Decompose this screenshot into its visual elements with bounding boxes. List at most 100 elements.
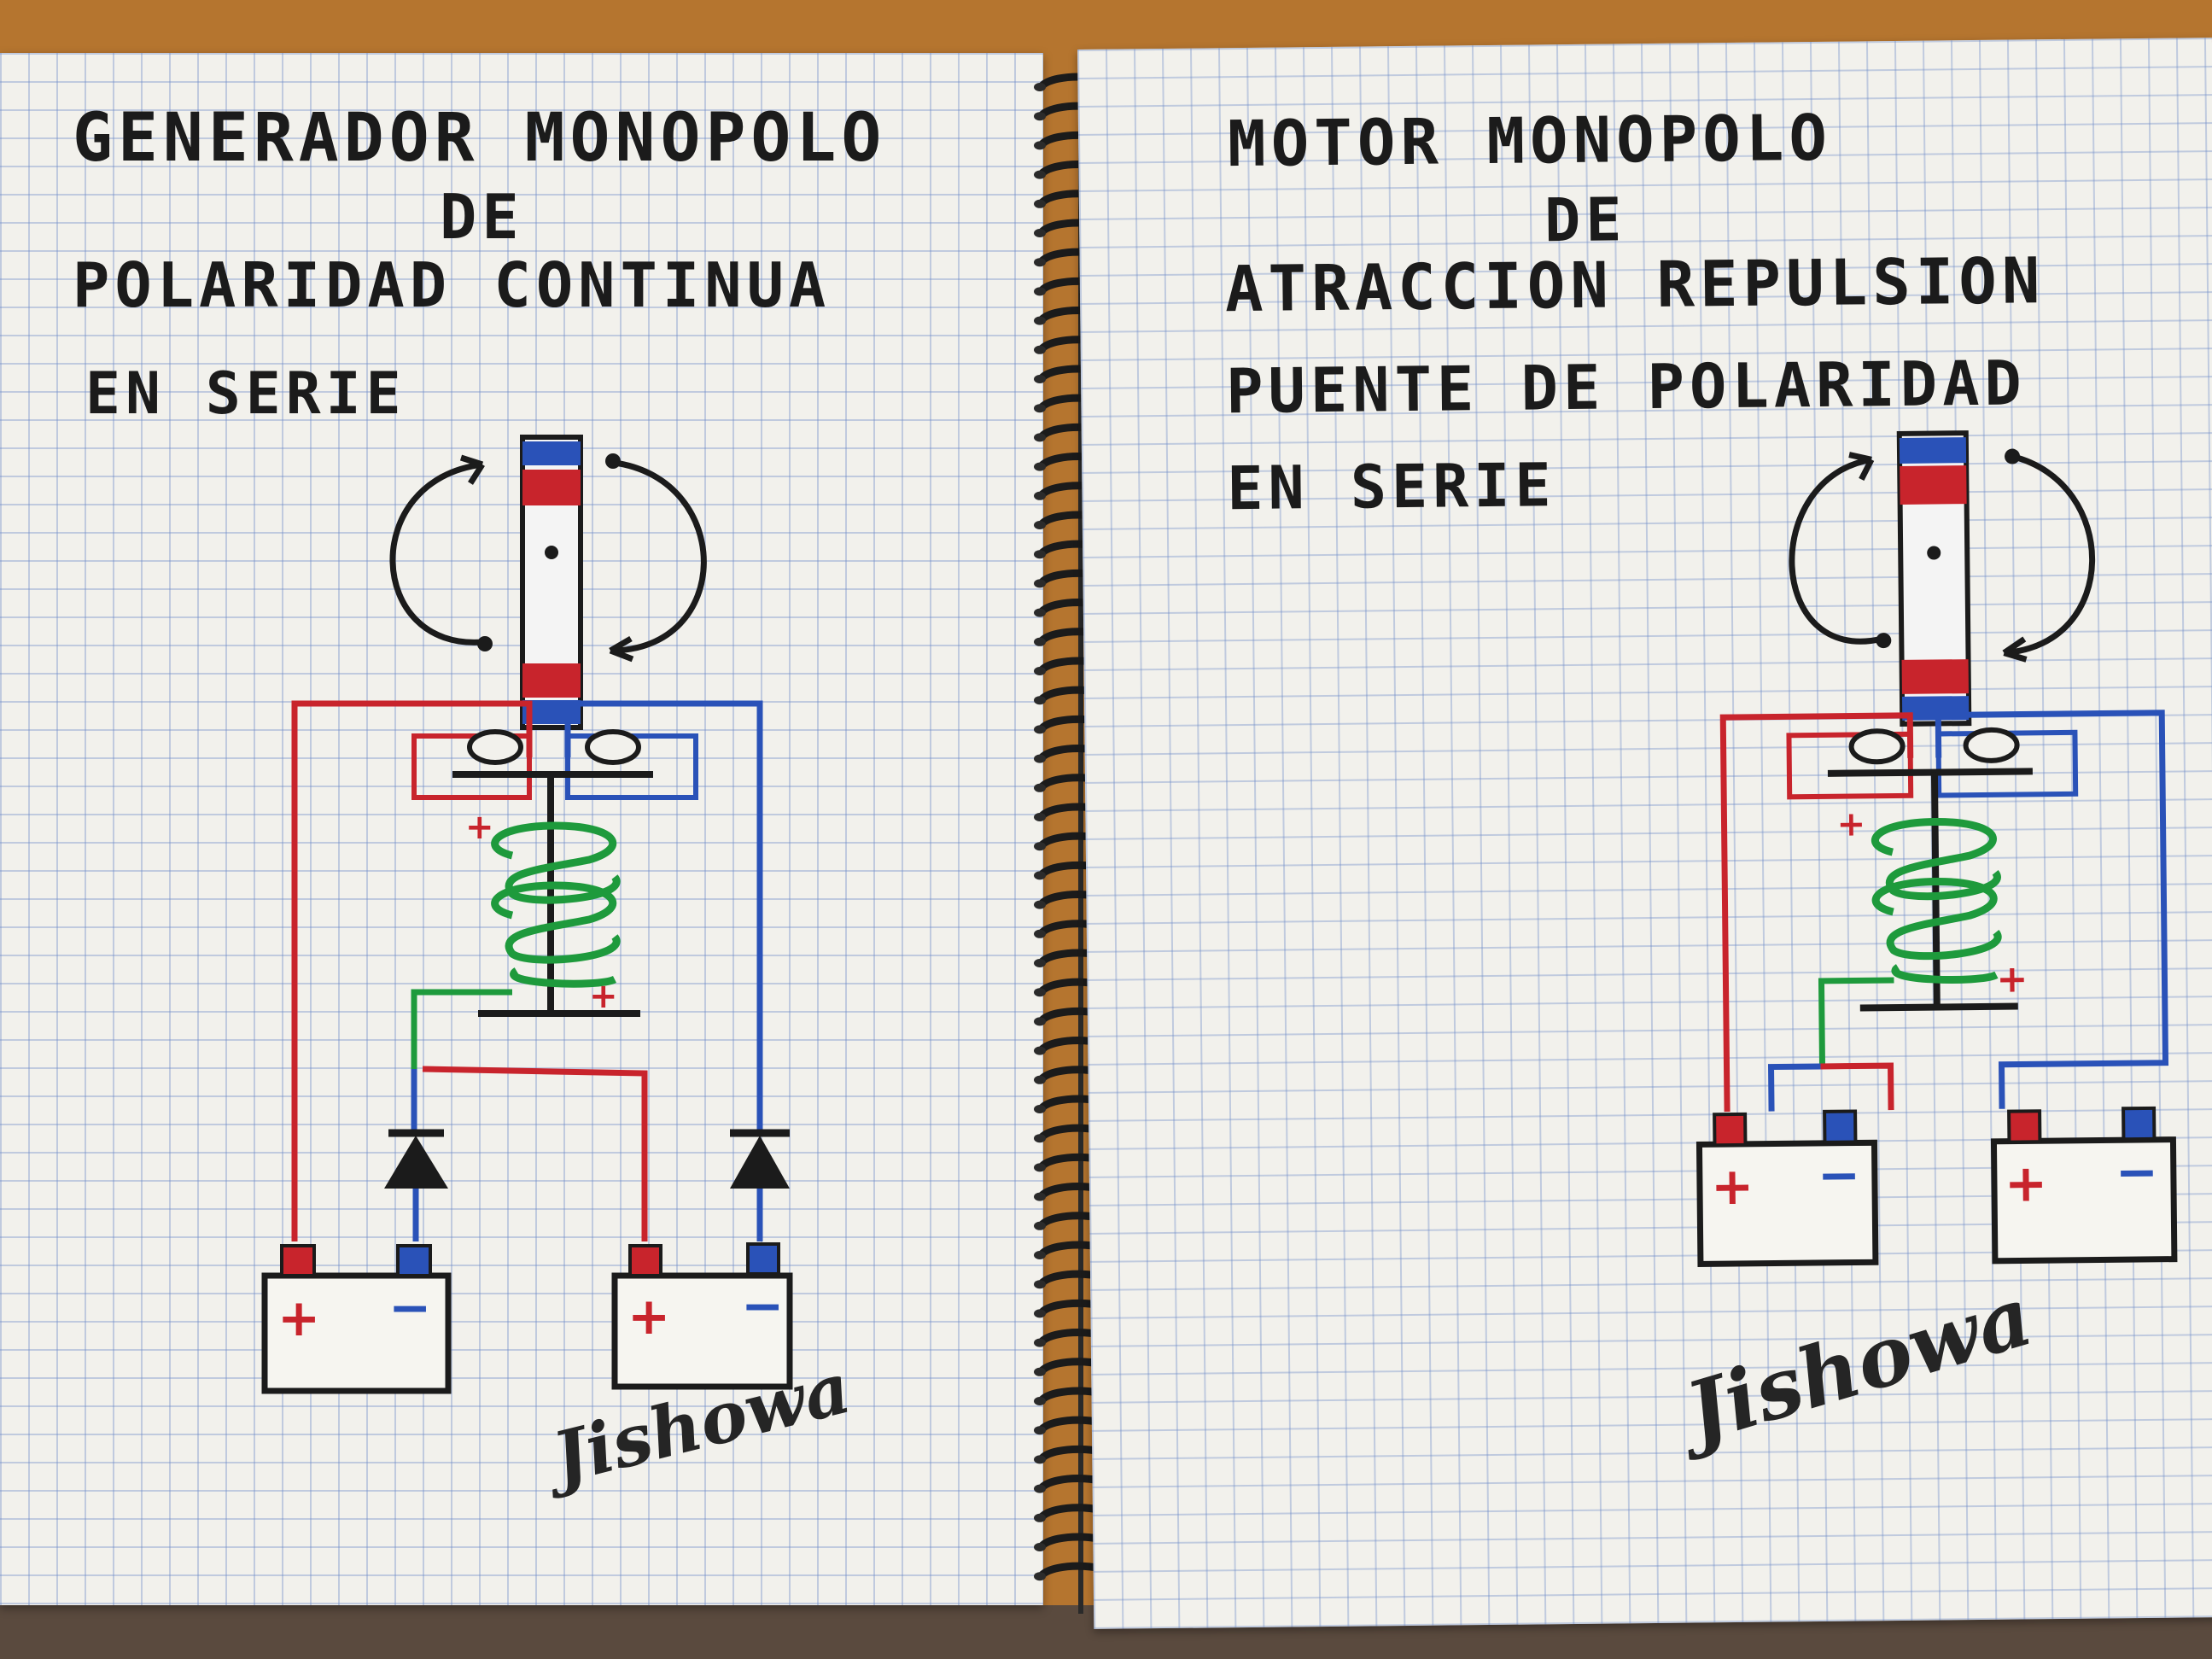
wire-coil-return <box>1818 977 1894 1066</box>
diode-1 <box>384 1129 448 1241</box>
right-circuit-diagram: + + + − + − <box>1695 430 2178 1267</box>
punch-hole <box>1034 1338 1046 1347</box>
arrow-head-right <box>2002 636 2028 663</box>
rotation-arrow-right <box>2004 453 2096 657</box>
punch-hole <box>1034 1397 1046 1405</box>
punch-hole <box>1034 199 1046 208</box>
arrow-dot-left <box>1876 633 1892 649</box>
punch-hole <box>1034 900 1046 909</box>
left-title-line-2: DE <box>440 181 524 253</box>
punch-hole <box>1034 842 1046 851</box>
punch-hole <box>1034 1484 1046 1493</box>
punch-hole <box>1034 1017 1046 1026</box>
punch-hole <box>1034 1280 1046 1289</box>
wire-positive-outer <box>291 700 533 1241</box>
punch-hole <box>1034 258 1046 267</box>
relay-contacts <box>411 729 698 800</box>
rotor-magnet <box>1896 430 1972 727</box>
punch-hole <box>1034 696 1046 705</box>
coil-plus-label: + <box>1996 957 2028 1001</box>
left-title-line-3: POLARIDAD CONTINUA <box>73 249 832 321</box>
punch-hole <box>1034 170 1046 179</box>
punch-hole <box>1034 1426 1046 1435</box>
punch-hole <box>1034 550 1046 559</box>
rotation-arrow-left <box>389 461 483 645</box>
notebook-page-left: GENERADOR MONOPOLO DE POLARIDAD CONTINUA… <box>0 53 1043 1605</box>
punch-hole <box>1034 1192 1046 1201</box>
punch-hole <box>1034 316 1046 325</box>
punch-hole <box>1034 1046 1046 1055</box>
wire-bridge-negative <box>1767 1063 1821 1112</box>
battery-1-minus: − <box>388 1278 431 1338</box>
diode-2 <box>730 1129 790 1241</box>
left-circuit-diagram: + + + − <box>261 435 793 1394</box>
punch-hole <box>1034 959 1046 967</box>
wire-bridge <box>422 1066 648 1241</box>
punch-hole <box>1034 141 1046 150</box>
battery-1 <box>261 1244 452 1394</box>
punch-hole <box>1034 83 1046 91</box>
punch-hole <box>1034 754 1046 763</box>
notebook-page-right: MOTOR MONOPOLO DE ATRACCION REPULSION PU… <box>1077 38 2212 1629</box>
arrow-dot-left <box>477 636 493 651</box>
punch-hole <box>1034 1543 1046 1551</box>
battery-1-minus: − <box>1817 1145 1860 1206</box>
arrow-dot-right <box>2005 448 2021 464</box>
punch-hole <box>1034 608 1046 617</box>
punch-hole <box>1034 404 1046 413</box>
coil-plus-label: + <box>589 977 618 1016</box>
punch-hole <box>1034 287 1046 296</box>
battery-2-plus: + <box>2005 1154 2048 1214</box>
battery-2 <box>611 1242 793 1390</box>
rotation-arrow-left <box>1789 456 1883 645</box>
rotation-arrow-right <box>610 459 707 654</box>
relay-plus-label: + <box>1836 804 1865 844</box>
arrow-head-right <box>609 635 634 663</box>
punch-hole <box>1034 491 1046 500</box>
punch-hole <box>1034 1572 1046 1581</box>
battery-2-minus: − <box>741 1276 784 1336</box>
punch-hole <box>1034 637 1046 646</box>
arrow-dot-right <box>605 453 621 469</box>
wire-positive-outer <box>1719 712 1914 1113</box>
punch-hole <box>1034 433 1046 442</box>
punch-hole <box>1034 521 1046 529</box>
punch-hole <box>1034 1367 1046 1376</box>
punch-hole <box>1034 929 1046 938</box>
punch-hole <box>1034 1105 1046 1113</box>
battery-2-plus: + <box>627 1287 670 1346</box>
wire-bridge-positive <box>1820 1062 1894 1111</box>
punch-hole <box>1034 988 1046 997</box>
punch-hole <box>1034 1251 1046 1259</box>
punch-hole <box>1034 229 1046 237</box>
punch-hole <box>1034 1221 1046 1230</box>
battery-2-minus: − <box>2115 1142 2158 1203</box>
punch-hole <box>1034 725 1046 734</box>
rotor-magnet <box>520 435 583 730</box>
left-title-line-4: EN SERIE <box>85 360 406 428</box>
arrow-head-left <box>459 454 485 485</box>
punch-hole <box>1034 667 1046 675</box>
wire-negative-outer <box>564 700 763 1130</box>
coil <box>1859 772 2018 1012</box>
punch-hole <box>1034 1163 1046 1172</box>
arrow-head-left <box>1848 452 1875 481</box>
coil <box>478 774 640 1017</box>
punch-hole <box>1034 462 1046 471</box>
punch-hole <box>1034 579 1046 588</box>
punch-hole <box>1034 1455 1046 1464</box>
relay-contacts <box>1786 727 2079 800</box>
left-title-line-1: GENERADOR MONOPOLO <box>73 100 887 177</box>
battery-2 <box>1990 1106 2178 1265</box>
punch-hole <box>1034 375 1046 383</box>
wire-negative-outer <box>1935 710 2169 1109</box>
battery-1 <box>1695 1109 1879 1267</box>
battery-1-plus: + <box>1711 1157 1754 1218</box>
punch-hole <box>1034 1309 1046 1318</box>
punch-hole <box>1034 871 1046 880</box>
punch-hole <box>1034 1513 1046 1522</box>
punch-hole <box>1034 112 1046 121</box>
relay-plus-label: + <box>465 808 494 847</box>
punch-hole <box>1034 1075 1046 1084</box>
punch-hole <box>1034 813 1046 821</box>
